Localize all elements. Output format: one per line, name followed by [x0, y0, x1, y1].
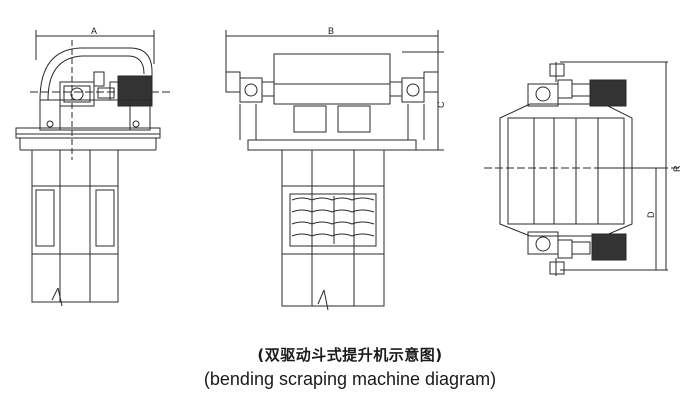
dim-a-label: A [91, 26, 97, 36]
dim-c-label: C [436, 101, 446, 108]
dim-b-label: B [328, 26, 334, 36]
caption-chinese: (双驱动斗式提升机示意图) [257, 346, 443, 364]
motor-icon [118, 76, 152, 106]
top-motor-icon [590, 80, 626, 106]
bottom-motor-icon [592, 234, 626, 260]
front-view [226, 30, 444, 310]
caption-english: (bending scraping machine diagram) [203, 369, 497, 389]
machine-diagram: A B C R D [0, 26, 682, 340]
plan-view [484, 62, 680, 276]
dim-r-label: R [672, 165, 682, 172]
dim-d-label: D [646, 211, 656, 218]
side-view [16, 30, 170, 306]
